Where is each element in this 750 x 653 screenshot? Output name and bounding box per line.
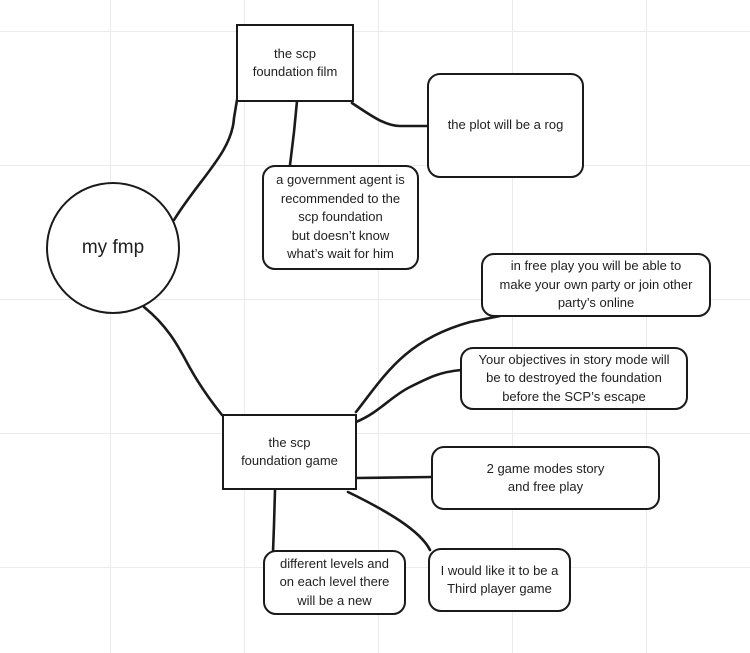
- connector-game-to-levels: [271, 488, 277, 554]
- game-levels-box[interactable]: different levels and on each level there…: [263, 550, 406, 615]
- connector-film-to-premise: [288, 99, 299, 167]
- film-plot-label: the plot will be a rog: [447, 117, 564, 133]
- game-objectives-label: Your objectives in story mode will be to…: [478, 351, 670, 404]
- film-topic-box[interactable]: the scp foundation film: [236, 24, 354, 102]
- connector-game-to-modes: [354, 475, 434, 480]
- game-levels-label: different levels and on each level there…: [279, 555, 390, 608]
- connector-game-to-perspective: [346, 490, 432, 552]
- central-topic-circle[interactable]: my fmp: [46, 182, 180, 314]
- connector-center-to-film: [172, 98, 239, 222]
- connector-film-to-plot: [350, 101, 430, 128]
- game-perspective-box[interactable]: I would like it to be a Third player gam…: [428, 548, 571, 612]
- game-free-play-label: in free play you will be able to make yo…: [499, 258, 693, 311]
- connector-center-to-game: [142, 305, 224, 417]
- film-premise-label: a government agent is recommended to the…: [276, 172, 405, 262]
- connector-game-to-objectives: [354, 368, 463, 424]
- central-topic-label: my fmp: [81, 237, 145, 258]
- game-perspective-label: I would like it to be a Third player gam…: [440, 562, 559, 597]
- game-objectives-box[interactable]: Your objectives in story mode will be to…: [460, 347, 688, 410]
- film-topic-label: the scp foundation film: [252, 45, 338, 80]
- film-plot-box[interactable]: the plot will be a rog: [427, 73, 584, 178]
- film-premise-box[interactable]: a government agent is recommended to the…: [262, 165, 419, 270]
- game-modes-box[interactable]: 2 game modes story and free play: [431, 446, 660, 510]
- game-topic-label: the scp foundation game: [241, 434, 338, 469]
- game-topic-box[interactable]: the scp foundation game: [222, 414, 357, 490]
- game-free-play-box[interactable]: in free play you will be able to make yo…: [481, 253, 711, 317]
- game-modes-label: 2 game modes story and free play: [486, 460, 605, 495]
